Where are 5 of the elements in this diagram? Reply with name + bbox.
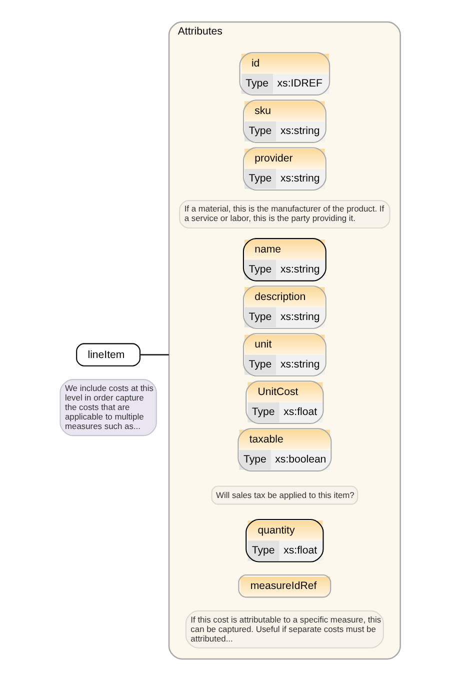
node-label: If this cost is attributable to a specific measure, this can be captured. Useful if separate costs must be attributed... bbox=[190, 614, 381, 643]
connector bbox=[140, 354, 169, 355]
node-label: We include costs at this level in order capture the costs that are applicable to multiple measures such as... bbox=[64, 382, 153, 431]
node-label: If a material, this is the manufacturer of the product. If a service or labor, this is the party providing it. bbox=[184, 203, 384, 223]
node-label: Will sales tax be applied to this item? bbox=[216, 489, 354, 500]
